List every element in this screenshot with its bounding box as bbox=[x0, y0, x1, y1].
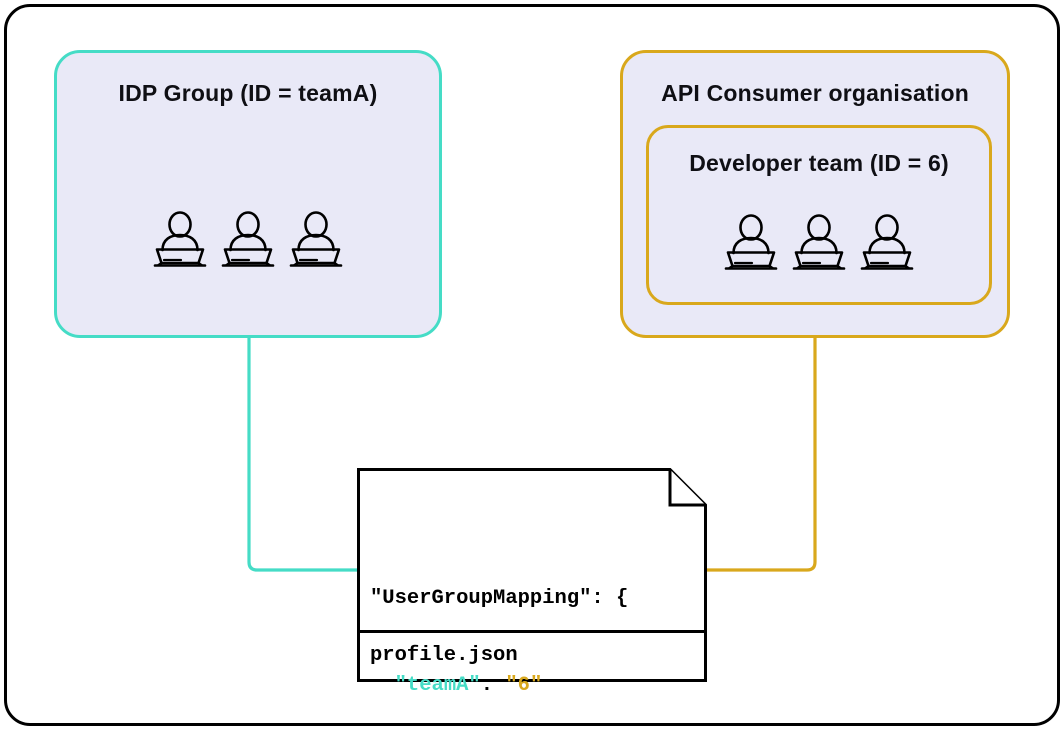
person-at-laptop-icon bbox=[221, 211, 275, 267]
document-outline bbox=[357, 468, 707, 682]
developer-team-people-row bbox=[649, 214, 989, 270]
code-token-usergroupmapping: "UserGroupMapping": { bbox=[370, 587, 629, 610]
developer-team-title: Developer team (ID = 6) bbox=[689, 150, 949, 176]
idp-group-title: IDP Group (ID = teamA) bbox=[118, 80, 378, 106]
api-consumer-organisation-box[interactable]: API Consumer organisation Developer team… bbox=[620, 50, 1010, 338]
profile-json-filename: profile.json bbox=[370, 644, 518, 667]
person-at-laptop-icon bbox=[289, 211, 343, 267]
profile-json-code-block: "UserGroupMapping": { "teamA": "6" } bbox=[370, 526, 700, 730]
api-consumer-organisation-title: API Consumer organisation bbox=[661, 80, 969, 106]
code-token-indent bbox=[370, 674, 395, 697]
code-token-colon: : bbox=[480, 674, 506, 697]
person-at-laptop-icon bbox=[860, 214, 914, 270]
code-line-2: "teamA": "6" bbox=[370, 671, 700, 700]
person-at-laptop-icon bbox=[724, 214, 778, 270]
code-token-team-id-value: "6" bbox=[505, 674, 543, 697]
idp-group-box[interactable]: IDP Group (ID = teamA) bbox=[54, 50, 442, 338]
code-line-1: "UserGroupMapping": { bbox=[370, 584, 700, 613]
developer-team-box[interactable]: Developer team (ID = 6) bbox=[646, 125, 992, 305]
person-at-laptop-icon bbox=[153, 211, 207, 267]
code-token-teama-key: "teamA" bbox=[394, 674, 481, 697]
idp-group-people-row bbox=[57, 211, 439, 267]
profile-json-document[interactable]: "UserGroupMapping": { "teamA": "6" } pro… bbox=[357, 468, 707, 697]
person-at-laptop-icon bbox=[792, 214, 846, 270]
